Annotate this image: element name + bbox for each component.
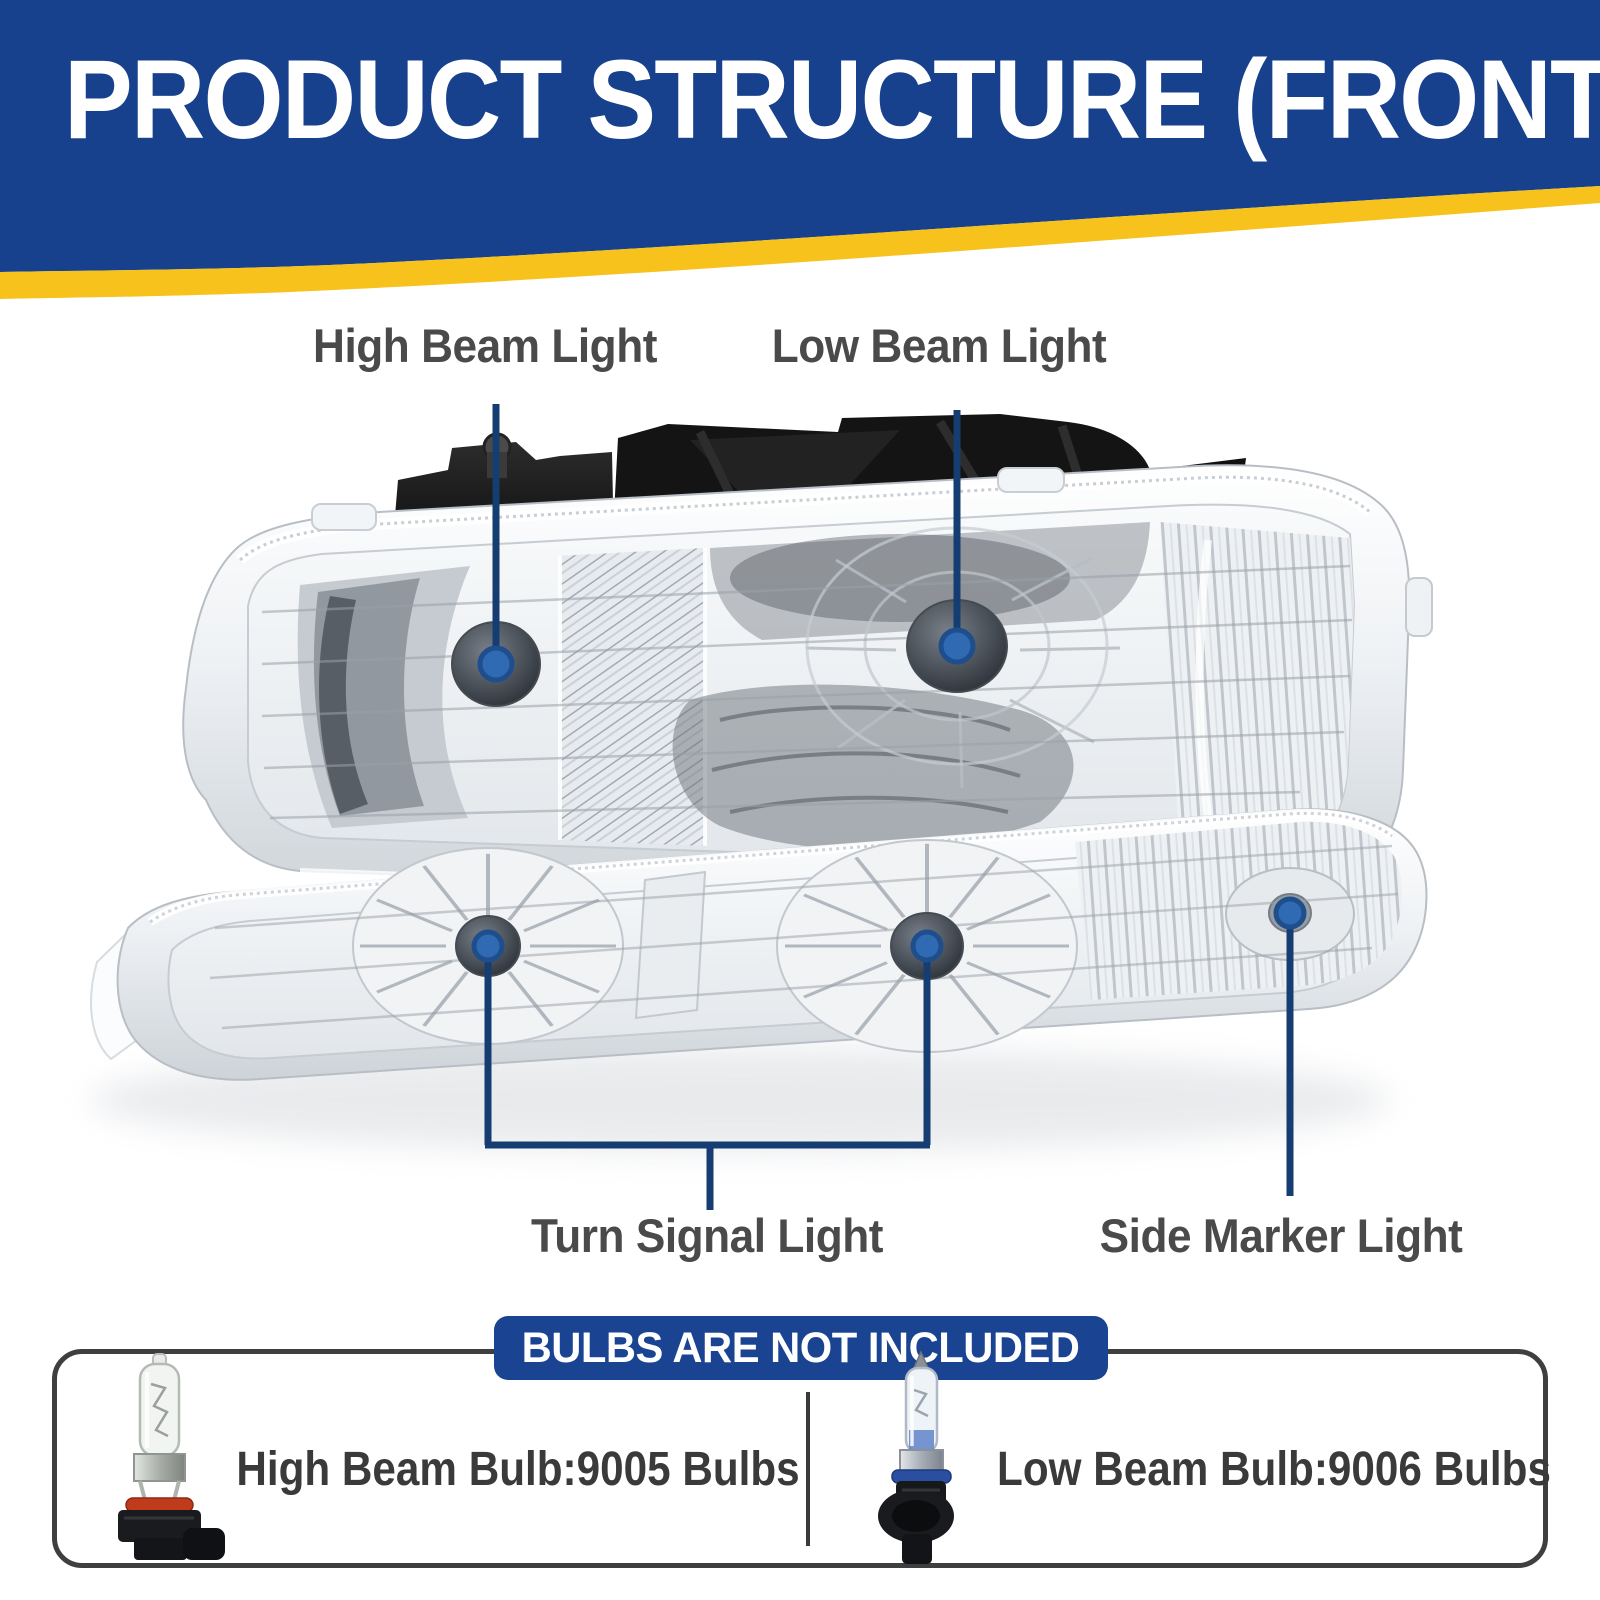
high-beam-bulb-text: High Beam Bulb:9005 Bulbs [236,1443,800,1496]
drop-shadow [90,1048,1390,1152]
banner-blue-shape [0,0,1600,272]
low-beam-dot [938,627,976,665]
low-beam-label: Low Beam Light [771,319,1107,372]
panel-divider [806,1392,810,1546]
high-beam-dot [477,645,515,683]
bulbs-panel-header-text: BULBS ARE NOT INCLUDED [522,1323,1080,1372]
pointer-dots [471,627,1307,963]
header-banner [0,0,1600,299]
side-marker-dot [1273,896,1307,930]
turn-signal-label: Turn Signal Light [531,1209,883,1262]
high-beam-label: High Beam Light [313,319,657,372]
banner-yellow-swoosh [0,186,1600,299]
low-beam-bulb-text: Low Beam Bulb:9006 Bulbs [997,1443,1551,1496]
side-marker-label: Side Marker Light [1099,1209,1463,1262]
pointer-lines [484,404,1294,1210]
halogen-bulb-9005-icon [118,1353,225,1560]
page-title: PRODUCT STRUCTURE (FRONT) [64,37,1600,162]
turn-signal-dot-right [910,929,944,963]
halogen-bulb-9006-icon [878,1350,954,1564]
headlight-housing [182,464,1433,909]
bulbs-panel-header: BULBS ARE NOT INCLUDED [494,1316,1108,1380]
turn-signal-dot-left [471,929,505,963]
